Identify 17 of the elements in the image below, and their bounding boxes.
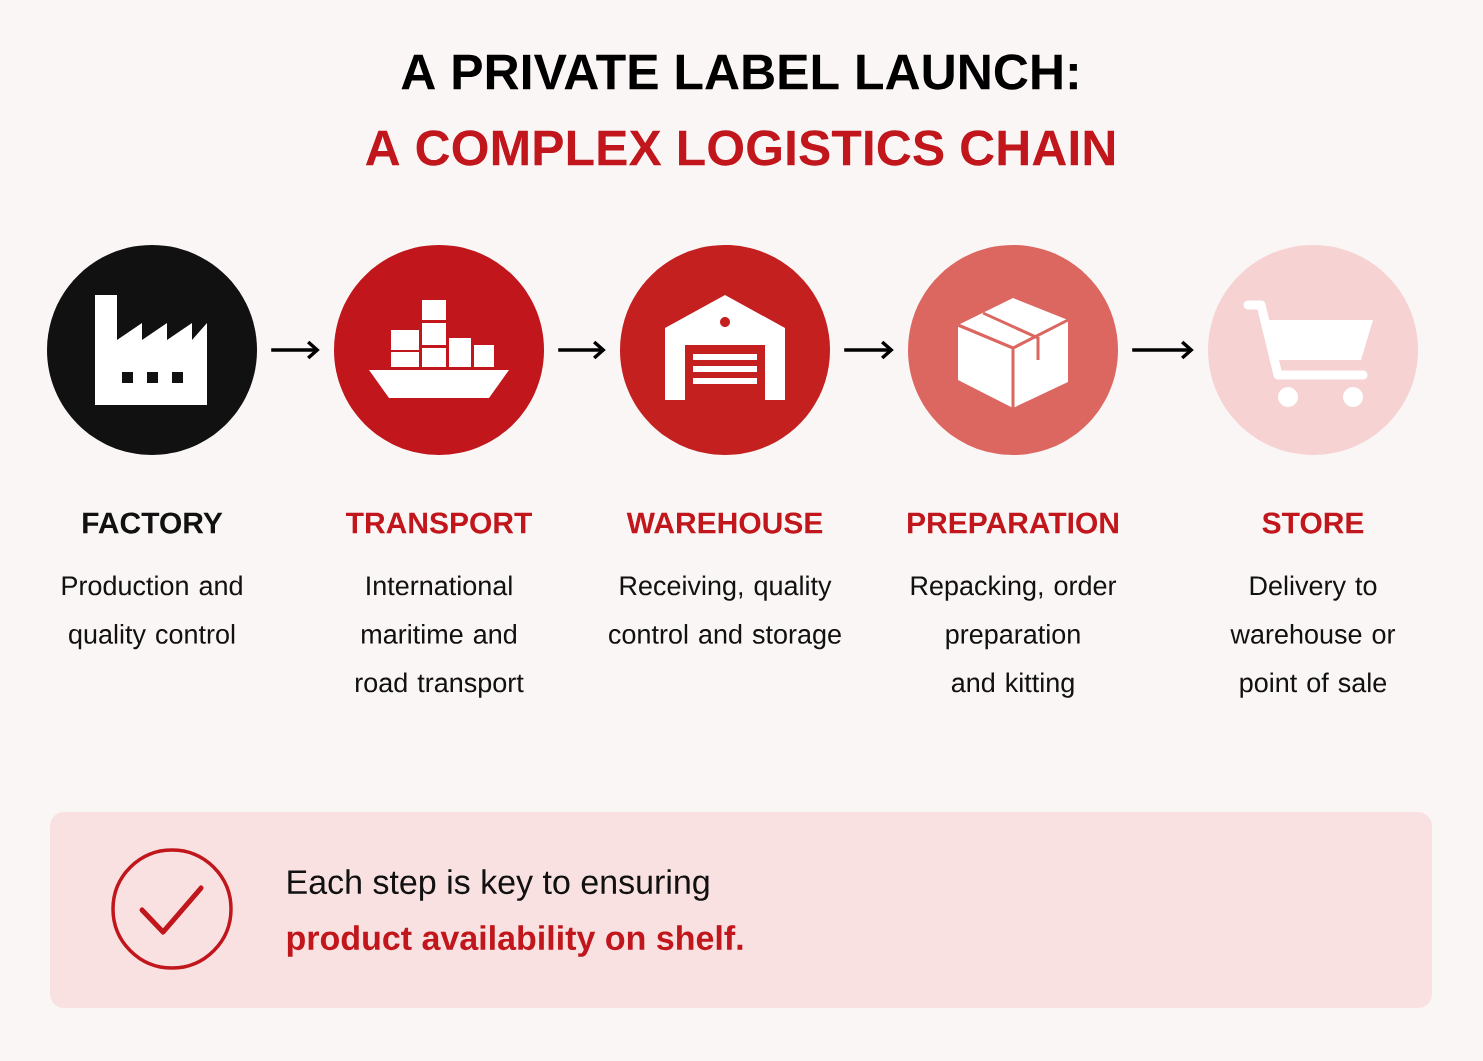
title: A PRIVATE LABEL LAUNCH: xyxy=(401,54,1077,90)
step-description: Delivery to warehouse or point of sale xyxy=(1230,575,1396,698)
step-description: International maritime and road transport xyxy=(356,575,524,698)
arrow xyxy=(271,340,320,360)
step-heading: STORE xyxy=(1262,512,1364,534)
arrow xyxy=(558,340,606,360)
note-box: Each step is key to ensuring product availability on shelf. xyxy=(50,812,1432,1008)
arrow xyxy=(1132,340,1194,360)
step-description: Receiving, quality control and storage xyxy=(609,575,841,650)
step-heading: PREPARATION xyxy=(908,512,1118,534)
step-heading: FACTORY xyxy=(83,512,223,534)
step-description: Production and quality control xyxy=(62,575,242,650)
step-heading: TRANSPORT xyxy=(346,512,532,534)
step-description: Repacking, order preparation and kitting xyxy=(911,575,1117,698)
step-heading: WAREHOUSE xyxy=(626,512,823,534)
subtitle: A COMPLEX LOGISTICS CHAIN xyxy=(365,130,1115,166)
arrow xyxy=(844,340,894,360)
